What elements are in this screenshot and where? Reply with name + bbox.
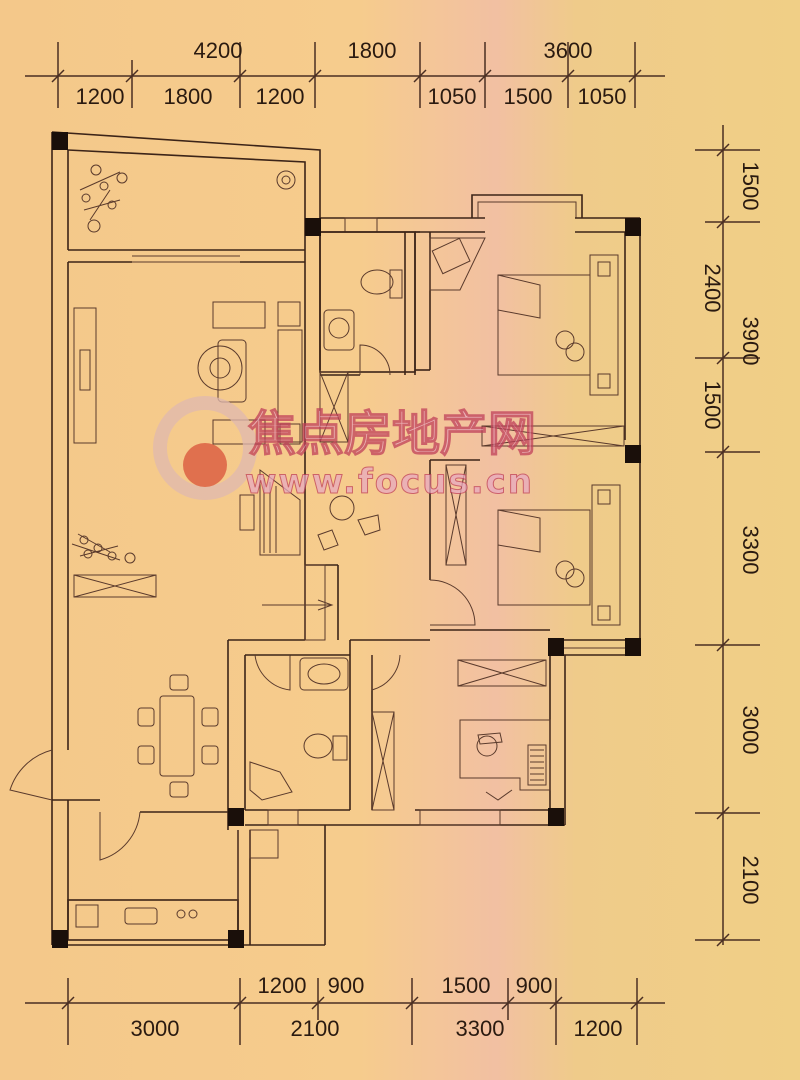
- dim-top-outer-3: 3600: [544, 38, 593, 63]
- dim-bottom-outer-4: 1200: [574, 1016, 623, 1041]
- dim-top-inner-4: 1050: [428, 84, 477, 109]
- watermark-ring-icon: [153, 396, 257, 500]
- dimension-labels: 4200 1800 3600 1200 1800 1200 1050 1500 …: [76, 38, 763, 1041]
- focus-watermark: 焦点房地产网 www.focus.cn: [153, 396, 537, 503]
- dim-bottom-inner-4: 900: [516, 973, 553, 998]
- dim-right-outer-4: 2100: [738, 856, 763, 905]
- furniture: [73, 269, 585, 928]
- dim-top-inner-1: 1200: [76, 84, 125, 109]
- dim-bottom-inner-2: 900: [328, 973, 365, 998]
- tv-cabinet: [73, 307, 97, 444]
- dim-bottom-inner-1: 1200: [258, 973, 307, 998]
- dim-right-outer-2: 3300: [738, 526, 763, 575]
- dim-bottom-inner-3: 1500: [442, 973, 491, 998]
- dim-top-inner-3: 1200: [256, 84, 305, 109]
- decorative-plants: [71, 164, 296, 564]
- dim-top-outer-2: 1800: [348, 38, 397, 63]
- dim-bottom-outer-3: 3300: [456, 1016, 505, 1041]
- dim-top-outer-1: 4200: [194, 38, 243, 63]
- living-room-sofa-set: [197, 301, 303, 445]
- walls: [9, 131, 641, 946]
- watermark-sun-icon: [183, 443, 227, 487]
- dim-right-inner-3: 1500: [700, 381, 725, 430]
- dim-top-inner-2: 1800: [164, 84, 213, 109]
- watermark-url-text: www.focus.cn: [245, 462, 534, 502]
- dining-set: [137, 674, 219, 798]
- dim-right-outer-3: 3000: [738, 706, 763, 755]
- dim-bottom-outer-2: 2100: [291, 1016, 340, 1041]
- dim-bottom-outer-1: 3000: [131, 1016, 180, 1041]
- dim-top-inner-5: 1500: [504, 84, 553, 109]
- structural-pillars: [52, 132, 641, 948]
- dim-right-outer-1: 2400: [700, 264, 725, 313]
- dim-top-inner-6: 1050: [578, 84, 627, 109]
- dim-right-inner-1: 1500: [738, 162, 763, 211]
- dim-right-inner-2: 3900: [738, 317, 763, 366]
- watermark-cn-text: 焦点房地产网: [248, 406, 536, 462]
- dimension-lines: [25, 42, 760, 1045]
- entry-arrow-icon: [262, 599, 334, 611]
